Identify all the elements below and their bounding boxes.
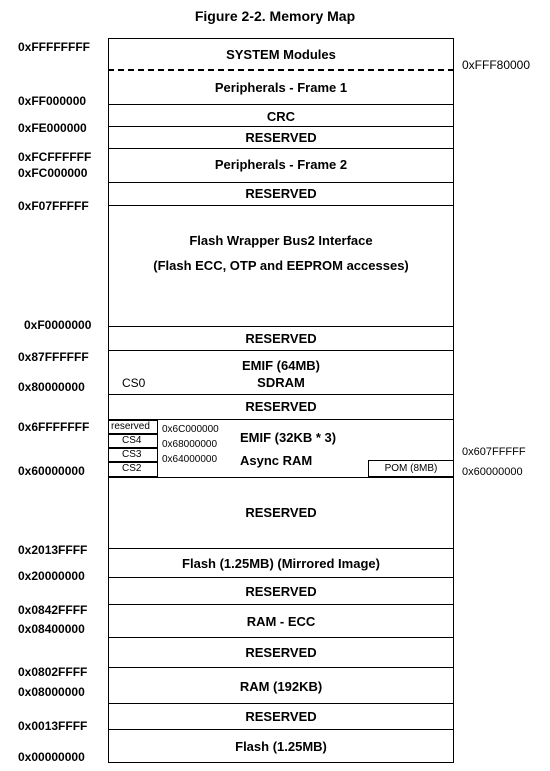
region-ram-ecc: RAM - ECC (246, 614, 316, 629)
cs0-label: CS0 (122, 376, 146, 390)
region-peripherals-frame-1: Peripherals - Frame 1 (214, 80, 348, 95)
divider-f0000000 (108, 326, 454, 327)
region-flash-wrapper-title: Flash Wrapper Bus2 Interface (189, 233, 373, 248)
region-reserved-6: RESERVED (245, 584, 317, 599)
region-reserved-1: RESERVED (245, 130, 317, 145)
divider-6fffffff (108, 419, 454, 420)
chip-select-cs4: CS4 (122, 435, 142, 446)
divider-20000000 (108, 577, 454, 578)
chip-select-box-reserved (108, 420, 158, 434)
region-sdram: SDRAM (257, 375, 305, 390)
async-addr-0x6C000000: 0x6C000000 (162, 424, 219, 435)
addr-0x08000000: 0x08000000 (18, 685, 85, 699)
async-addr-0x68000000: 0x68000000 (162, 439, 218, 450)
addr-0x80000000: 0x80000000 (18, 380, 85, 394)
region-system-modules: SYSTEM Modules (226, 47, 336, 62)
divider-08400000 (108, 637, 454, 638)
divider-0013ffff (108, 729, 454, 730)
divider-0842ffff (108, 604, 454, 605)
region-ram-192kb: RAM (192KB) (239, 679, 323, 694)
addr-0xFC000000: 0xFC000000 (18, 166, 88, 180)
figure-title: Figure 2-2. Memory Map (194, 8, 356, 24)
addr-0x87FFFFFF: 0x87FFFFFF (18, 350, 89, 364)
right-addr-0xFFF80000: 0xFFF80000 (462, 58, 531, 72)
async-addr-0x64000000: 0x64000000 (162, 454, 218, 465)
divider-fe000000 (108, 126, 454, 127)
divider-fcffffff (108, 148, 454, 149)
addr-0xFCFFFFFF: 0xFCFFFFFF (18, 150, 92, 164)
addr-0x6FFFFFFF: 0x6FFFFFFF (18, 420, 90, 434)
divider-f07fffff (108, 205, 454, 206)
chip-select-cs2: CS2 (122, 463, 142, 474)
addr-0x20000000: 0x20000000 (18, 569, 85, 583)
region-flash-wrapper-subtitle: (Flash ECC, OTP and EEPROM accesses) (153, 258, 409, 273)
addr-0xFF000000: 0xFF000000 (18, 94, 87, 108)
memory-map-box (108, 38, 454, 763)
addr-0x2013FFFF: 0x2013FFFF (18, 543, 88, 557)
region-peripherals-frame-2: Peripherals - Frame 2 (214, 157, 348, 172)
addr-0x60000000: 0x60000000 (18, 464, 85, 478)
addr-0x0802FFFF: 0x0802FFFF (18, 665, 88, 679)
region-crc: CRC (266, 109, 296, 124)
chip-select-reserved: reserved (111, 421, 150, 432)
region-emif-32kb: EMIF (32KB * 3) (240, 430, 337, 445)
addr-0x08400000: 0x08400000 (18, 622, 85, 636)
right-addr-0x607FFFFF: 0x607FFFFF (462, 446, 526, 458)
region-async-ram: Async RAM (240, 453, 313, 468)
chip-select-cs3: CS3 (122, 449, 142, 460)
region-flash-1-25mb: Flash (1.25MB) (235, 739, 327, 754)
divider-ff000000 (108, 104, 454, 105)
divider-2013ffff (108, 548, 454, 549)
divider-87ffffff (108, 350, 454, 351)
addr-0x00000000: 0x00000000 (18, 750, 85, 764)
region-emif-64mb: EMIF (64MB) (242, 358, 320, 373)
dashed-divider (108, 69, 454, 71)
addr-0xF0000000: 0xF0000000 (24, 318, 92, 332)
divider-60000000 (108, 477, 454, 478)
chip-select-box-cs2 (108, 462, 158, 477)
pom-box (368, 460, 454, 477)
addr-0x0013FFFF: 0x0013FFFF (18, 719, 88, 733)
right-addr-0x60000000: 0x60000000 (462, 466, 523, 478)
chip-select-box-cs4 (108, 434, 158, 448)
divider-fc000000 (108, 182, 454, 183)
region-reserved-2: RESERVED (245, 186, 317, 201)
addr-0xFFFFFFFF: 0xFFFFFFFF (18, 40, 90, 54)
region-reserved-7: RESERVED (245, 645, 317, 660)
divider-08000000 (108, 703, 454, 704)
region-reserved-8: RESERVED (245, 709, 317, 724)
region-reserved-5: RESERVED (245, 505, 317, 520)
region-reserved-4: RESERVED (245, 399, 317, 414)
addr-0xF07FFFFF: 0xF07FFFFF (18, 199, 89, 213)
addr-0x0842FFFF: 0x0842FFFF (18, 603, 88, 617)
region-reserved-3: RESERVED (245, 331, 317, 346)
addr-0xFE000000: 0xFE000000 (18, 121, 87, 135)
chip-select-box-cs3 (108, 448, 158, 462)
region-flash-mirrored: Flash (1.25MB) (Mirrored Image) (182, 556, 380, 571)
divider-80000000 (108, 394, 454, 395)
pom-label: POM (8MB) (384, 463, 438, 474)
divider-0802ffff (108, 667, 454, 668)
